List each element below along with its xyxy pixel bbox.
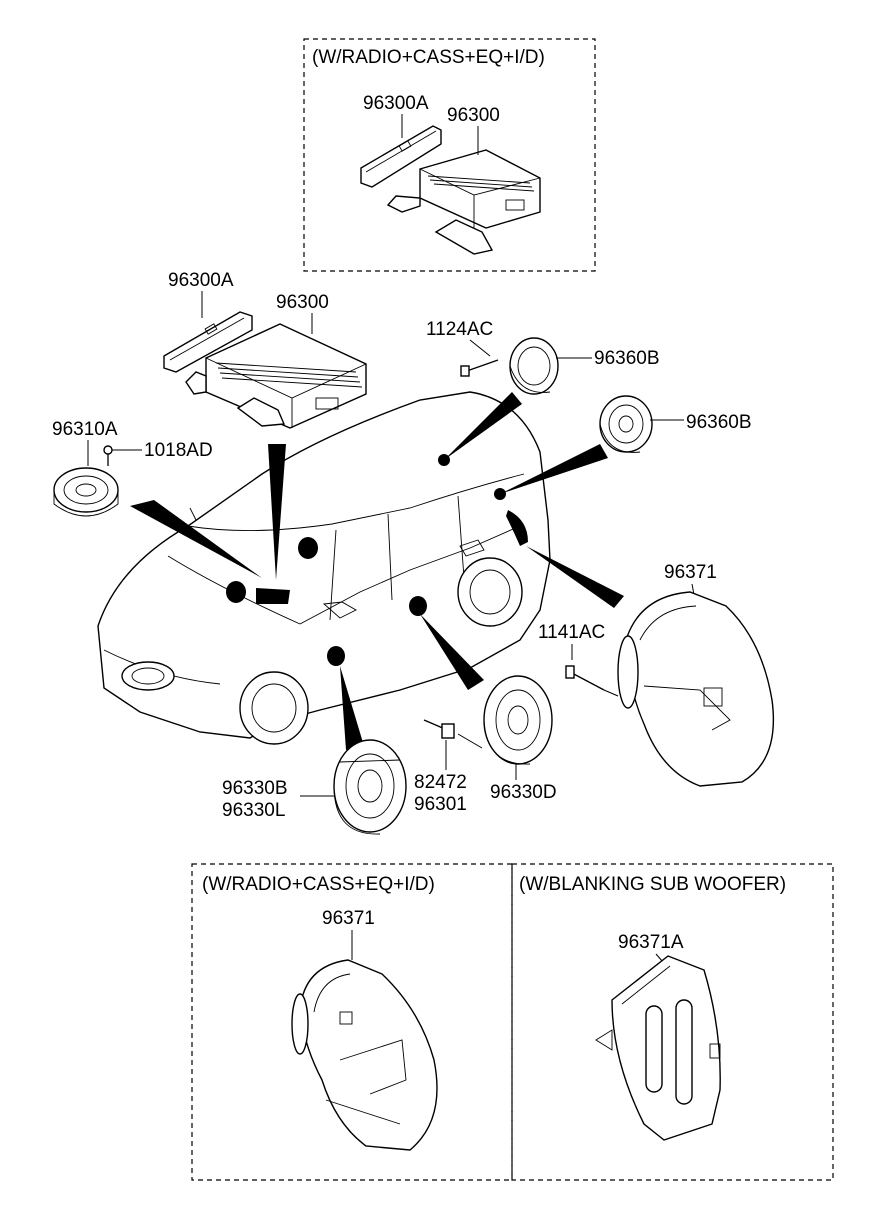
front-door-speaker-96330B: 96330B 96330L <box>222 739 407 835</box>
bottom-right-caption: (W/BLANKING SUB WOOFER) <box>519 874 786 895</box>
label-1124AC: 1124AC <box>426 319 493 340</box>
rear-speaker-96360B-lower: 96360B <box>599 395 752 453</box>
vehicle-suv-outline <box>97 391 551 745</box>
tweeter-speaker-96310A: 96310A 1018AD <box>52 419 213 517</box>
label-96310A: 96310A <box>52 419 118 440</box>
label-96330B: 96330B <box>222 778 288 799</box>
rear-speaker-96360B-upper: 1124AC 96360B <box>426 319 660 395</box>
dash-speaker-spot-right <box>298 537 318 559</box>
label-96371: 96371 <box>664 562 717 583</box>
amplifier-bracket <box>163 311 253 373</box>
amplifier-bracket-part <box>360 125 442 188</box>
label-96371A: 96371A <box>618 932 684 953</box>
front-door-speaker-spot <box>327 646 345 666</box>
label-96330L: 96330L <box>222 800 285 821</box>
label-96360B-lower: 96360B <box>686 412 752 433</box>
label-96300A: 96300A <box>168 270 234 291</box>
amplifier-unit <box>185 323 367 429</box>
pointer-wedges <box>130 392 624 750</box>
subwoofer-96371: 96371 1141AC <box>538 562 775 787</box>
label-96300-top: 96300 <box>447 105 500 126</box>
top-variant-caption: (W/RADIO+CASS+EQ+I/D) <box>312 47 545 68</box>
bottom-variant-box-right: (W/BLANKING SUB WOOFER) 96371A <box>511 863 834 1181</box>
subwoofer-variant-96371 <box>291 959 438 1151</box>
rear-door-speaker-96330D: 96330D 82472 96301 <box>414 675 557 815</box>
label-1018AD: 1018AD <box>144 440 213 461</box>
top-variant-box: (W/RADIO+CASS+EQ+I/D) 96300A 96300 <box>303 38 596 272</box>
label-82472: 82472 <box>414 772 467 793</box>
label-1141AC: 1141AC <box>538 622 605 643</box>
amplifier-spot <box>256 588 290 604</box>
blanking-cover-96371A <box>595 955 721 1141</box>
bottom-left-caption: (W/RADIO+CASS+EQ+I/D) <box>202 874 435 895</box>
amplifier-cluster: 96300A 96300 <box>163 270 367 429</box>
label-96360B-upper: 96360B <box>594 348 660 369</box>
label-96301: 96301 <box>414 794 467 815</box>
subwoofer-spot <box>506 510 528 546</box>
label-96300: 96300 <box>276 292 329 313</box>
label-96371-variant: 96371 <box>322 908 375 929</box>
dash-speaker-spot-left <box>226 581 246 603</box>
label-96330D: 96330D <box>490 782 557 803</box>
label-96300A-top: 96300A <box>363 93 429 114</box>
amplifier-unit-part <box>386 149 541 255</box>
bottom-variant-box-left: (W/RADIO+CASS+EQ+I/D) 96371 <box>191 863 513 1181</box>
rear-door-speaker-spot <box>409 596 427 616</box>
